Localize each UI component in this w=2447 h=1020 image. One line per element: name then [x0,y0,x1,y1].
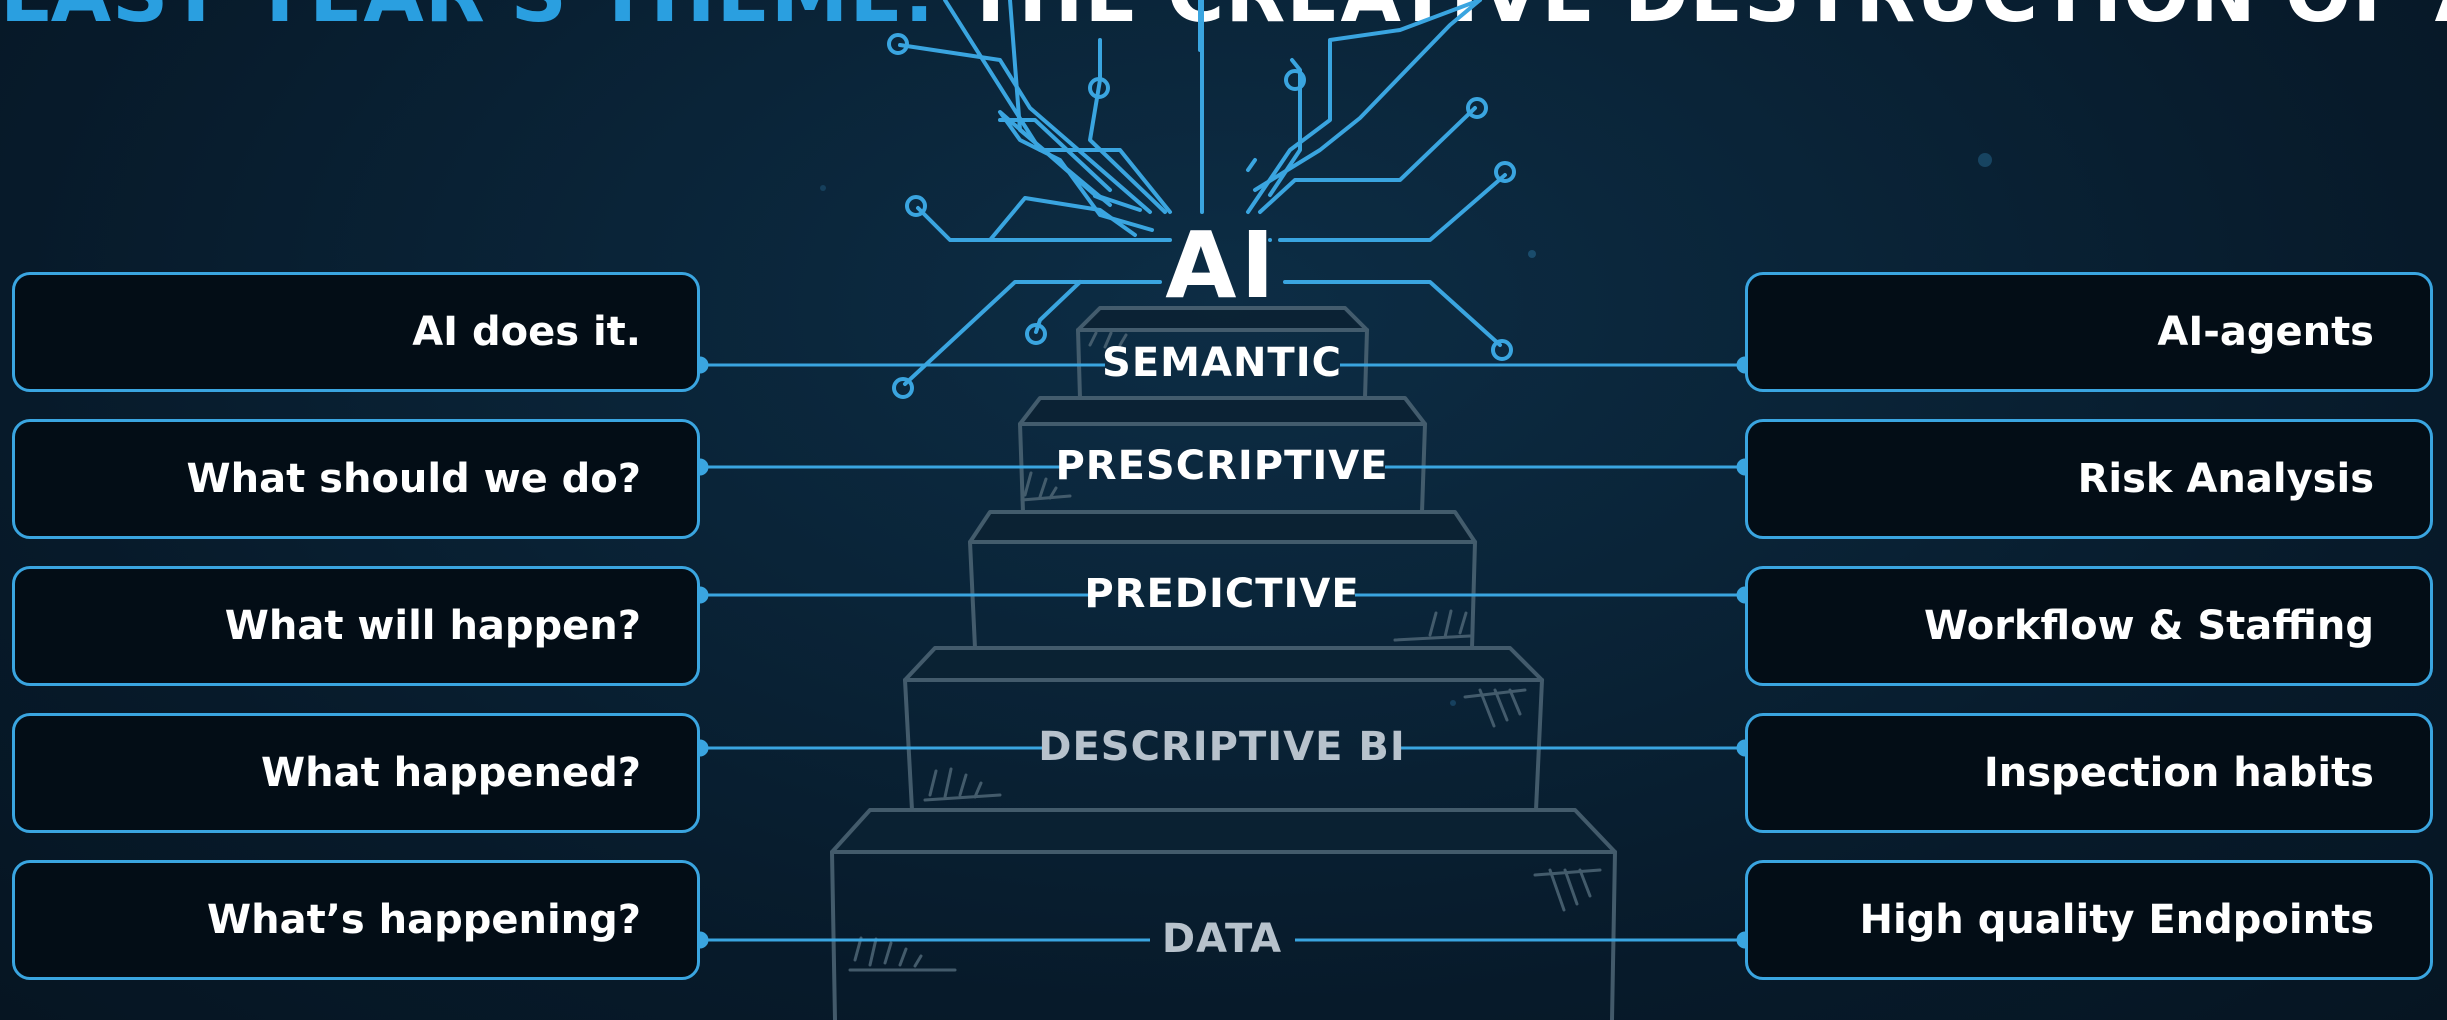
question-box-what-happened: What happened? [12,713,700,833]
application-box-risk-analysis: Risk Analysis [1745,419,2433,539]
background-speck [1528,250,1536,258]
application-box-high-quality-endpoints: High quality Endpoints [1745,860,2433,980]
application-box-inspection-habits: Inspection habits [1745,713,2433,833]
application-label: Inspection habits [1983,750,2374,796]
background-speck [820,185,826,191]
apex-ai-label: AI [1165,212,1279,319]
question-box-whats-happening: What’s happening? [12,860,700,980]
application-box-workflow-staffing: Workflow & Staffing [1745,566,2433,686]
background-speck [1450,700,1456,706]
application-box-ai-agents: AI-agents [1745,272,2433,392]
tier-data: DATA [1161,916,1283,962]
application-label: High quality Endpoints [1859,897,2374,943]
tier-descriptive-bi: DESCRIPTIVE BI [1038,724,1406,770]
headline-rest: THE CREATIVE DESTRUCTION OF AI [964,0,2447,40]
question-box-what-will-happen: What will happen? [12,566,700,686]
question-label: What’s happening? [206,897,641,943]
connector-lines [691,356,1754,949]
circuit-legs [892,238,1513,399]
question-box-what-should-we-do: What should we do? [12,419,700,539]
tier-prescriptive: PRESCRIPTIVE [1055,443,1389,489]
background-speck [1978,153,1992,167]
question-label: What should we do? [186,456,641,502]
question-box-ai-does-it: AI does it. [12,272,700,392]
question-label: AI does it. [412,309,641,355]
question-label: What happened? [261,750,641,796]
question-label: What will happen? [224,603,641,649]
application-label: Workflow & Staffing [1924,603,2374,649]
slide-headline: LAST YEAR'S THEME: THE CREATIVE DESTRUCT… [0,0,2447,40]
application-label: AI-agents [2157,309,2374,355]
tier-semantic: SEMANTIC [1102,340,1342,386]
tier-predictive: PREDICTIVE [1084,571,1360,617]
staircase-sketch [830,306,1617,1020]
application-label: Risk Analysis [2077,456,2374,502]
headline-lead: LAST YEAR'S THEME: [0,0,936,40]
circuit-tree-icon [887,0,1516,242]
